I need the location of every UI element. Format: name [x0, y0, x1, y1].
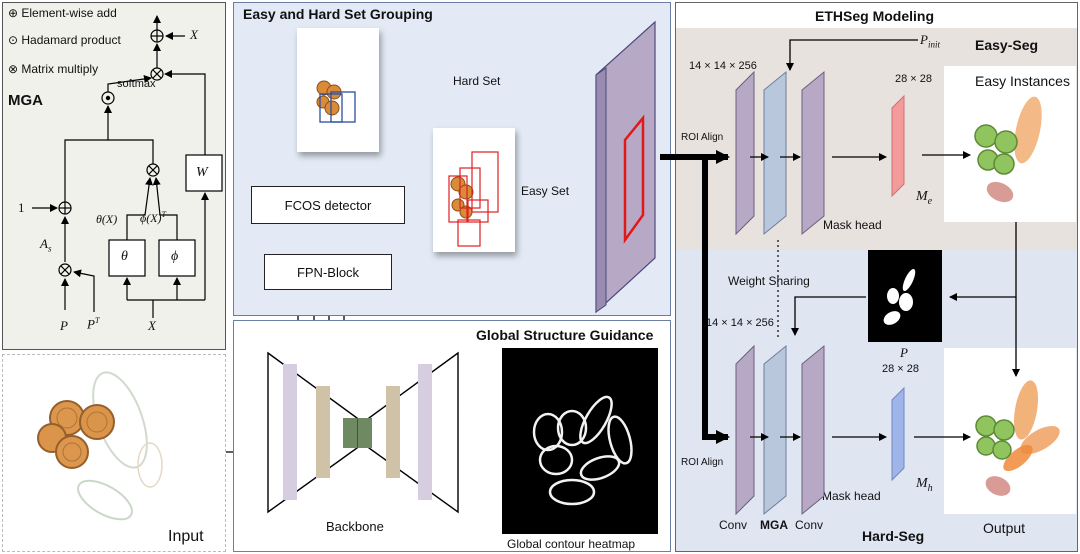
p-mask-label: P: [900, 345, 908, 360]
conv1-label: Conv: [719, 518, 748, 532]
mga-x-top: X: [190, 27, 198, 42]
dim-28-bottom-label: 28 × 28: [882, 363, 920, 375]
mga-theta-label: θ: [121, 249, 128, 264]
dim-28-top-label: 28 × 28: [895, 73, 933, 85]
p-init-label: Pinit: [920, 32, 940, 50]
easy-seg-label: Easy-Seg: [975, 37, 1039, 53]
easy-set-label: Easy Set: [521, 184, 570, 198]
mga-pt-label: PT: [87, 316, 100, 332]
me-label: Me: [916, 189, 933, 207]
dim-top-label: 14 × 14 × 256: [689, 60, 757, 72]
global-title: Global Structure Guidance: [476, 327, 654, 343]
fcos-detector-box: FCOS detector: [251, 186, 405, 224]
legend-add: ⊕ Element-wise add: [8, 6, 117, 20]
fpn-block-box: FPN-Block: [264, 254, 392, 290]
mga-phi-xt: ϕ(X)T: [140, 210, 166, 225]
mga-w-label: W: [196, 165, 208, 180]
mga-phi-label: ϕ: [171, 249, 179, 264]
heatmap-label: Global contour heatmap: [507, 537, 636, 551]
hard-set-label: Hard Set: [453, 74, 501, 88]
easy-instances-label: Easy Instances: [975, 73, 1070, 89]
mga-softmax: softmax: [117, 78, 156, 90]
w-box: [185, 154, 223, 192]
fpn-block-label: FPN-Block: [296, 264, 360, 280]
mask-head-top-label: Mask head: [823, 218, 882, 232]
mga-as: As: [40, 236, 52, 254]
conv2-label: Conv: [795, 518, 824, 532]
legend-hadamard: ⊙ Hadamard product: [8, 33, 121, 47]
mga-module-label: MGA: [760, 518, 788, 532]
legend-matmul: ⊗ Matrix multiply: [8, 62, 99, 76]
easy-set-image: [433, 128, 515, 252]
fcos-detector-label: FCOS detector: [284, 197, 372, 213]
output-label: Output: [983, 520, 1026, 536]
mh-label: Mh: [916, 476, 933, 494]
mga-one: 1: [18, 200, 25, 215]
roi-align-top-label: ROI Align: [681, 132, 724, 143]
roi-align-bottom-label: ROI Align: [681, 457, 724, 468]
mask-head-bottom-label: Mask head: [822, 489, 881, 503]
grouping-title: Easy and Hard Set Grouping: [243, 6, 433, 22]
phi-box: [158, 239, 196, 277]
mga-p-label: P: [60, 318, 68, 333]
matmul-node-bottom: [58, 263, 72, 277]
input-label: Input: [168, 528, 204, 545]
dim-mid-label: 14 × 14 × 256: [706, 317, 774, 329]
ethseg-title: ETHSeg Modeling: [815, 8, 934, 24]
theta-box: [108, 239, 146, 277]
weight-sharing-label: Weight Sharing: [728, 274, 810, 288]
hard-seg-label: Hard-Seg: [862, 528, 925, 544]
mga-theta-x: θ(X): [96, 212, 118, 226]
backbone-label: Backbone: [326, 519, 384, 534]
mga-x-bottom: X: [148, 318, 156, 333]
mga-title: MGA: [8, 92, 43, 109]
